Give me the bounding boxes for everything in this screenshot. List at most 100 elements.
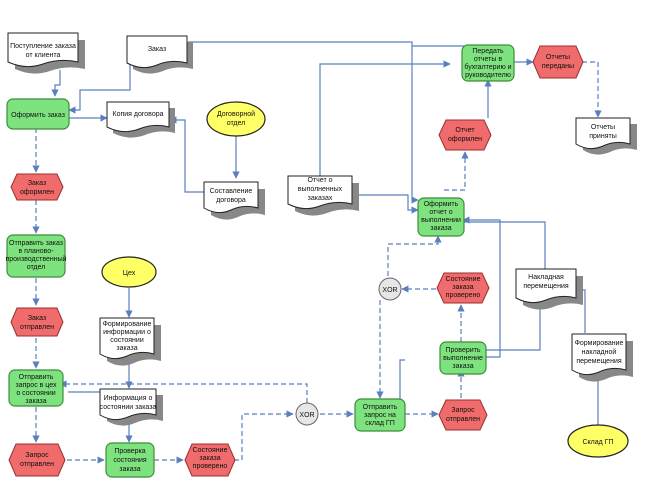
func-otpravit-line4: отдел	[27, 264, 46, 271]
doc-sostavlenie-line1: Составление	[210, 188, 253, 195]
func-oformitotchet-line3: выполнении	[421, 217, 461, 224]
event-zakazotpr-line2: отправлен	[20, 324, 54, 331]
event-zaprosotpr-mid-line2: отправлен	[446, 416, 480, 423]
event-peredany-line2: переданы	[542, 63, 574, 70]
func-proverka-line1: Проверка	[114, 448, 145, 455]
doc-formirovanie-line1: Формирование	[103, 321, 152, 328]
flow-xormid-oformitotchet	[387, 235, 442, 276]
doc-postuplenie-line1: Поступление заказа	[10, 43, 76, 50]
event-sost2-line2: заказа	[452, 284, 473, 291]
doc-otchetvyp-line2: выполненных	[298, 186, 343, 193]
func-otpravit-line1: Отправить заказ	[9, 240, 63, 247]
org-sklad-gp: Склад ГП	[567, 424, 629, 458]
flow-oformitotchet-otchetoform	[444, 151, 469, 191]
func-zaprostseh-line3: о состоянии	[16, 390, 55, 397]
connector-nakladnaya-proverit	[477, 300, 541, 354]
func-zaprossklad-line3: склад ГП	[365, 420, 394, 427]
event-zaprosotpr-left-line1: Запрос	[25, 452, 49, 459]
doc-otchetvyp-line1: Отчет о	[307, 177, 332, 184]
org-dogotdel-line2: отдел	[227, 120, 246, 127]
func-oformitotchet-line2: отчет о	[429, 209, 452, 216]
flow-sost1-xor	[234, 410, 294, 461]
event-otchet-oformlen: Отчет оформлен	[438, 119, 492, 151]
doc-formirovanie-line2: информации о	[103, 329, 151, 336]
connector-postuplenie-oformit	[51, 70, 61, 97]
func-zaprostseh-line1: Отправить	[19, 374, 54, 381]
func-proverit-line2: выполнение	[443, 355, 483, 362]
flow-peredany-prinyaty	[582, 61, 602, 118]
connector-zakaz-oformit	[68, 65, 131, 114]
org-dogovornoy-otdel: Договорной отдел	[206, 101, 266, 137]
func-peredat-line3: бухгалтерию и	[464, 63, 511, 71]
xor-bottom-label: XOR	[299, 412, 314, 419]
doc-formirovanie-line3: состоянии	[110, 337, 144, 344]
doc-postuplenie-line2: от клиента	[26, 52, 61, 59]
org-dogotdel-line1: Договорной	[217, 110, 255, 118]
func-zaprostseh-line4: заказа	[25, 398, 46, 405]
connector-nakladnaya-oformit	[463, 221, 546, 270]
solid-connectors	[51, 41, 602, 443]
func-oformit-zakaz: Оформить заказ	[6, 98, 70, 130]
doc-postuplenie: Поступление заказа от клиента	[7, 32, 85, 74]
event-zakaz-otpravlen: Заказ отправлен	[10, 307, 64, 337]
event-sost2-line1: Состояние	[446, 276, 481, 283]
event-sost1-line3: проверено	[193, 463, 228, 470]
connector-zaprossklad-right	[399, 359, 405, 408]
func-peredat-line4: руководителю	[465, 72, 511, 79]
org-sklad-label: Склад ГП	[582, 439, 613, 446]
flow-xor-zaprostseh	[59, 380, 308, 403]
doc-formnakl-line1: Формирование	[575, 340, 624, 347]
event-zakazotpr-line1: Заказ	[28, 315, 46, 322]
event-otchetoform-line2: оформлен	[448, 136, 482, 143]
connector-zakaz-otchet	[188, 41, 419, 204]
event-zapros-otpravlen-mid: Запрос отправлен	[438, 399, 488, 431]
func-proverit-line1: Проверить	[445, 347, 480, 354]
func-otpravit-line3: производственный	[5, 255, 66, 263]
event-zakazoform-line1: Заказ	[28, 180, 46, 187]
doc-info-line2: состоянии заказа	[100, 404, 157, 411]
event-otchetoform-line1: Отчет	[455, 127, 475, 134]
doc-sostavlenie-line2: договора	[216, 197, 246, 204]
func-peredat-line2: отчеты в	[474, 56, 502, 63]
event-zaprosotpr-mid-line1: Запрос	[451, 407, 475, 414]
doc-formnakl-line3: перемещения	[576, 358, 622, 365]
doc-formnakl-line2: накладной	[582, 348, 617, 356]
doc-sostavlenie: Составление договора	[203, 181, 265, 220]
xor-bottom: XOR	[295, 402, 319, 426]
func-zaprossklad-line1: Отправить	[363, 404, 398, 411]
doc-prinyaty-line1: Отчеты	[591, 124, 615, 131]
org-tseh: Цех	[101, 256, 157, 288]
